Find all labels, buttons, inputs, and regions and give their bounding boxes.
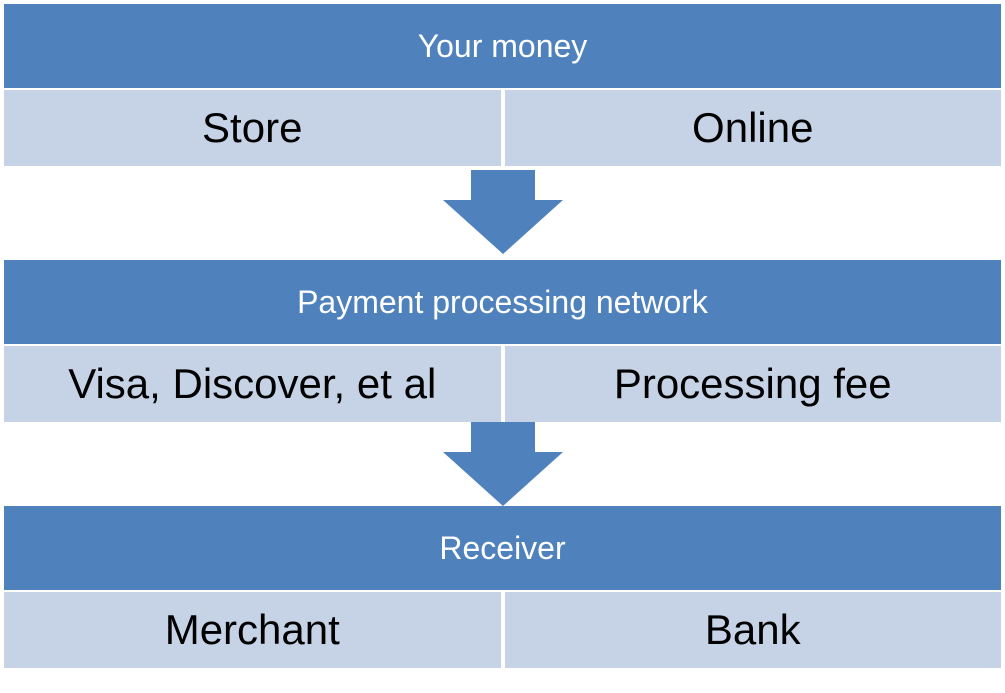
stage-item-store: Store — [4, 88, 503, 168]
stage-items: Visa, Discover, et al Processing fee — [4, 344, 1001, 424]
stage-item-online: Online — [502, 88, 1001, 168]
down-arrow-icon — [443, 422, 563, 506]
stage-item-card-networks: Visa, Discover, et al — [4, 344, 503, 424]
stage-title: Payment processing network — [4, 260, 1001, 344]
down-arrow-icon — [443, 170, 563, 254]
stage-title: Your money — [4, 4, 1001, 88]
stage-items: Merchant Bank — [4, 590, 1001, 670]
stage-items: Store Online — [4, 88, 1001, 168]
stage-item-merchant: Merchant — [4, 590, 503, 670]
stage-item-processing-fee: Processing fee — [502, 344, 1001, 424]
stage-title: Receiver — [4, 506, 1001, 590]
stage-item-bank: Bank — [502, 590, 1001, 670]
